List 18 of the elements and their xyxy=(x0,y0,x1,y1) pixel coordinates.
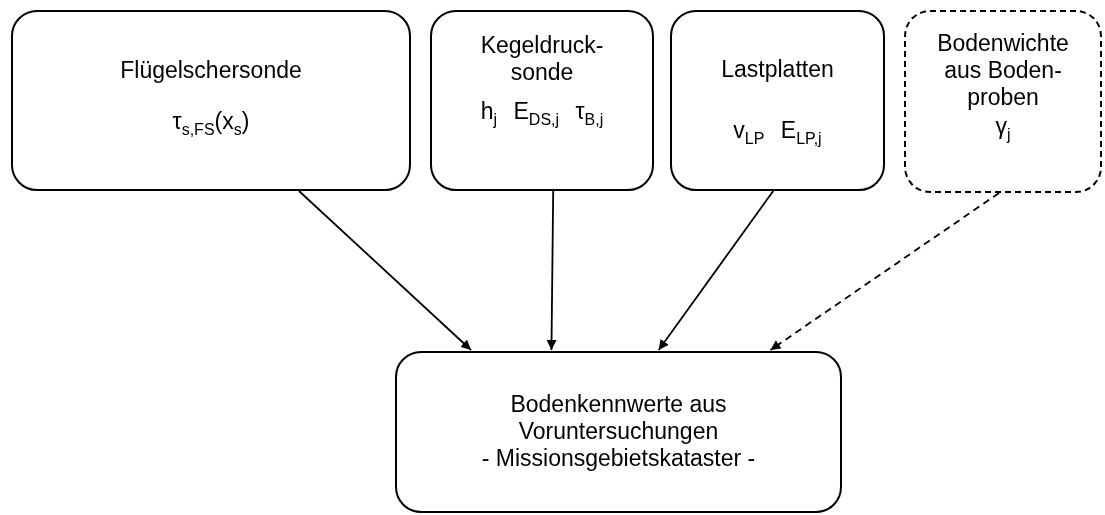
arrow xyxy=(657,190,775,351)
rounded-box xyxy=(11,10,411,191)
node-label: Flügelschersonde xyxy=(120,57,302,84)
rounded-box xyxy=(670,10,885,191)
formula: γ$_{j}$ xyxy=(995,113,1011,145)
arrow xyxy=(298,190,472,351)
rounded-box xyxy=(430,10,654,191)
node-label: Kegeldruck- sonde xyxy=(479,32,605,86)
arrow xyxy=(546,190,557,351)
dashed-rounded-box xyxy=(904,10,1102,193)
rounded-box xyxy=(395,351,842,513)
formula: τ$_{s,FS}$(x$_{s}$) xyxy=(172,108,250,140)
arrow xyxy=(769,192,1000,351)
formula: v$_{LP}$ E$_{LP,j}$ xyxy=(733,117,822,149)
node-label: Lastplatten xyxy=(721,56,834,83)
formula: h$_{j}$ E$_{DS,j}$ τ$_{B,j}$ xyxy=(480,98,604,130)
node-label: Bodenkennwerte aus Voruntersuchungen xyxy=(509,391,728,445)
formula: - Missionsgebietskataster - xyxy=(481,445,756,472)
